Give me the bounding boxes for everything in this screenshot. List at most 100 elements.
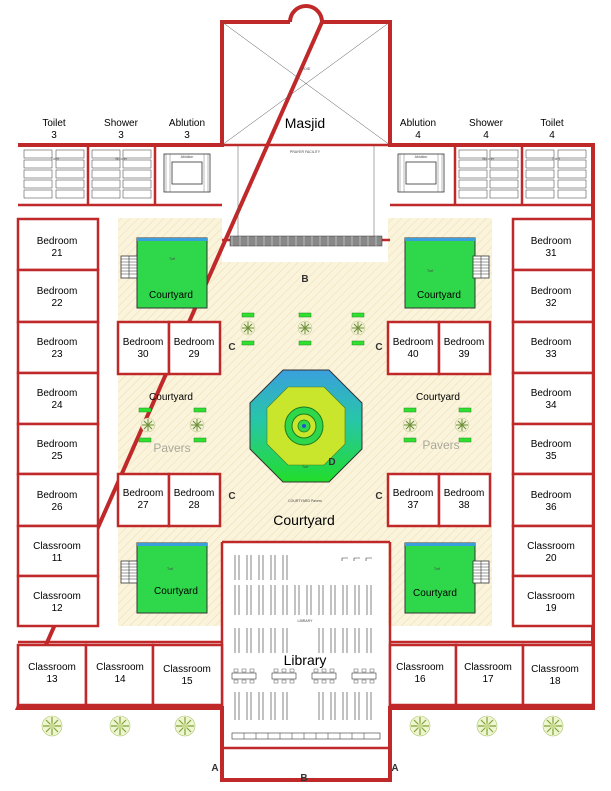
- room-number: 18: [549, 676, 561, 687]
- central-courtyard: Turf COURTYARD Pavers Courtyard: [240, 312, 366, 528]
- room-number: 28: [188, 500, 200, 511]
- room-number: 40: [407, 349, 419, 360]
- library-small-label: LIBRARY: [298, 619, 314, 623]
- room-classroom-16[interactable]: [388, 643, 458, 707]
- room-title: Classroom: [527, 541, 575, 552]
- room-number: 13: [46, 674, 58, 685]
- room-number: 29: [188, 349, 200, 360]
- room-title: Classroom: [33, 591, 81, 602]
- room-title: Bedroom: [37, 439, 78, 450]
- room-title: Classroom: [28, 662, 76, 673]
- room-number: 35: [545, 451, 557, 462]
- room-bedroom-39[interactable]: [437, 320, 492, 376]
- section-d: D: [328, 457, 335, 468]
- room-title: Bedroom: [444, 337, 485, 348]
- room-bedroom-40[interactable]: [386, 320, 441, 376]
- masjid-label: Masjid: [285, 115, 325, 131]
- section-c-top-left: C: [228, 342, 235, 353]
- pavers-label: Pavers: [153, 441, 190, 455]
- paver-court-right: Courtyard Pavers: [402, 392, 472, 452]
- room-number: 26: [51, 502, 63, 513]
- room-classroom-15[interactable]: [151, 643, 224, 707]
- pavers-label: Pavers: [422, 438, 459, 452]
- library: LIBRARY Library: [231, 555, 381, 740]
- ablution-3-num: 3: [184, 130, 190, 141]
- room-number: 22: [51, 298, 63, 309]
- room-title: Classroom: [464, 662, 512, 673]
- room-bedroom-31[interactable]: [511, 217, 595, 272]
- ablution-4-small: Ablution: [415, 155, 428, 159]
- shower-3-small: Shower: [115, 157, 128, 161]
- room-title: Bedroom: [393, 337, 434, 348]
- courtyard-label: Courtyard: [149, 290, 193, 301]
- room-bedroom-22[interactable]: [16, 268, 100, 324]
- shower-4-title: Shower: [469, 118, 504, 129]
- room-number: 20: [545, 553, 557, 564]
- inner-rooms-left: Bedroom 30 Bedroom 29 Bedroom 27 Bedroom…: [116, 320, 222, 528]
- section-c-bottom-right: C: [375, 491, 382, 502]
- turf-label: Turf: [302, 465, 308, 469]
- room-number: 39: [458, 349, 470, 360]
- room-title: Bedroom: [444, 488, 485, 499]
- room-bedroom-28[interactable]: [167, 472, 222, 528]
- section-c-top-right: C: [375, 342, 382, 353]
- room-bedroom-23[interactable]: [16, 320, 100, 375]
- room-classroom-19[interactable]: [511, 574, 595, 628]
- room-classroom-18[interactable]: [521, 643, 595, 707]
- courtyard-label: Courtyard: [149, 392, 193, 403]
- room-number: 19: [545, 603, 557, 614]
- void-label: VOID: [302, 67, 311, 71]
- section-markers: B B A A C C C C D: [211, 274, 398, 784]
- courtyard-label: Courtyard: [417, 290, 461, 301]
- left-room-column: Bedroom 21 Bedroom 22 Bedroom 23 Bedroom…: [16, 217, 100, 628]
- room-bedroom-36[interactable]: [511, 472, 595, 528]
- paver-court-left: Courtyard Pavers: [138, 392, 207, 455]
- shower-4-small: Shower: [482, 157, 495, 161]
- section-c-bottom-left: C: [228, 491, 235, 502]
- courtyard-bottom-left: Turf Courtyard: [120, 542, 208, 614]
- shower-4-num: 4: [483, 130, 489, 141]
- bottom-classroom-row: Classroom 13 Classroom 14 Classroom 15 C…: [16, 643, 595, 707]
- turf-label: Turf: [167, 567, 173, 571]
- room-title: Bedroom: [123, 488, 164, 499]
- room-title: Bedroom: [531, 236, 572, 247]
- room-number: 34: [545, 400, 557, 411]
- room-number: 25: [51, 451, 63, 462]
- room-number: 38: [458, 500, 470, 511]
- room-bedroom-26[interactable]: [16, 472, 100, 528]
- room-bedroom-32[interactable]: [511, 268, 595, 324]
- room-title: Bedroom: [174, 337, 215, 348]
- room-title: Bedroom: [174, 488, 215, 499]
- room-classroom-14[interactable]: [84, 643, 155, 707]
- turf-label: Turf: [169, 257, 175, 261]
- room-number: 21: [51, 248, 63, 259]
- room-title: Bedroom: [531, 439, 572, 450]
- room-number: 17: [482, 674, 494, 685]
- toilet-4-num: 4: [549, 130, 555, 141]
- courtyard-small-label: COURTYARD Pavers: [288, 499, 322, 503]
- room-title: Classroom: [396, 662, 444, 673]
- shower-3-num: 3: [118, 130, 124, 141]
- room-title: Bedroom: [531, 490, 572, 501]
- room-number: 14: [114, 674, 126, 685]
- room-title: Classroom: [163, 664, 211, 675]
- room-bedroom-27[interactable]: [116, 472, 171, 528]
- room-classroom-11[interactable]: [16, 524, 100, 578]
- room-bedroom-25[interactable]: [16, 422, 100, 476]
- room-classroom-17[interactable]: [454, 643, 525, 707]
- library-label: Library: [284, 652, 327, 668]
- masjid: VOID Masjid PRAYER FACILITY: [221, 21, 391, 247]
- section-b-bottom: B: [300, 773, 307, 784]
- room-bedroom-30[interactable]: [116, 320, 171, 376]
- room-title: Bedroom: [531, 337, 572, 348]
- section-a-right: A: [391, 763, 398, 774]
- room-bedroom-21[interactable]: [16, 217, 100, 272]
- room-title: Bedroom: [37, 337, 78, 348]
- courtyard-top-left: Turf Courtyard: [120, 237, 208, 309]
- room-title: Classroom: [33, 541, 81, 552]
- room-title: Bedroom: [37, 286, 78, 297]
- room-classroom-12[interactable]: [16, 574, 100, 628]
- room-bedroom-29[interactable]: [167, 320, 222, 376]
- room-bedroom-38[interactable]: [437, 472, 492, 528]
